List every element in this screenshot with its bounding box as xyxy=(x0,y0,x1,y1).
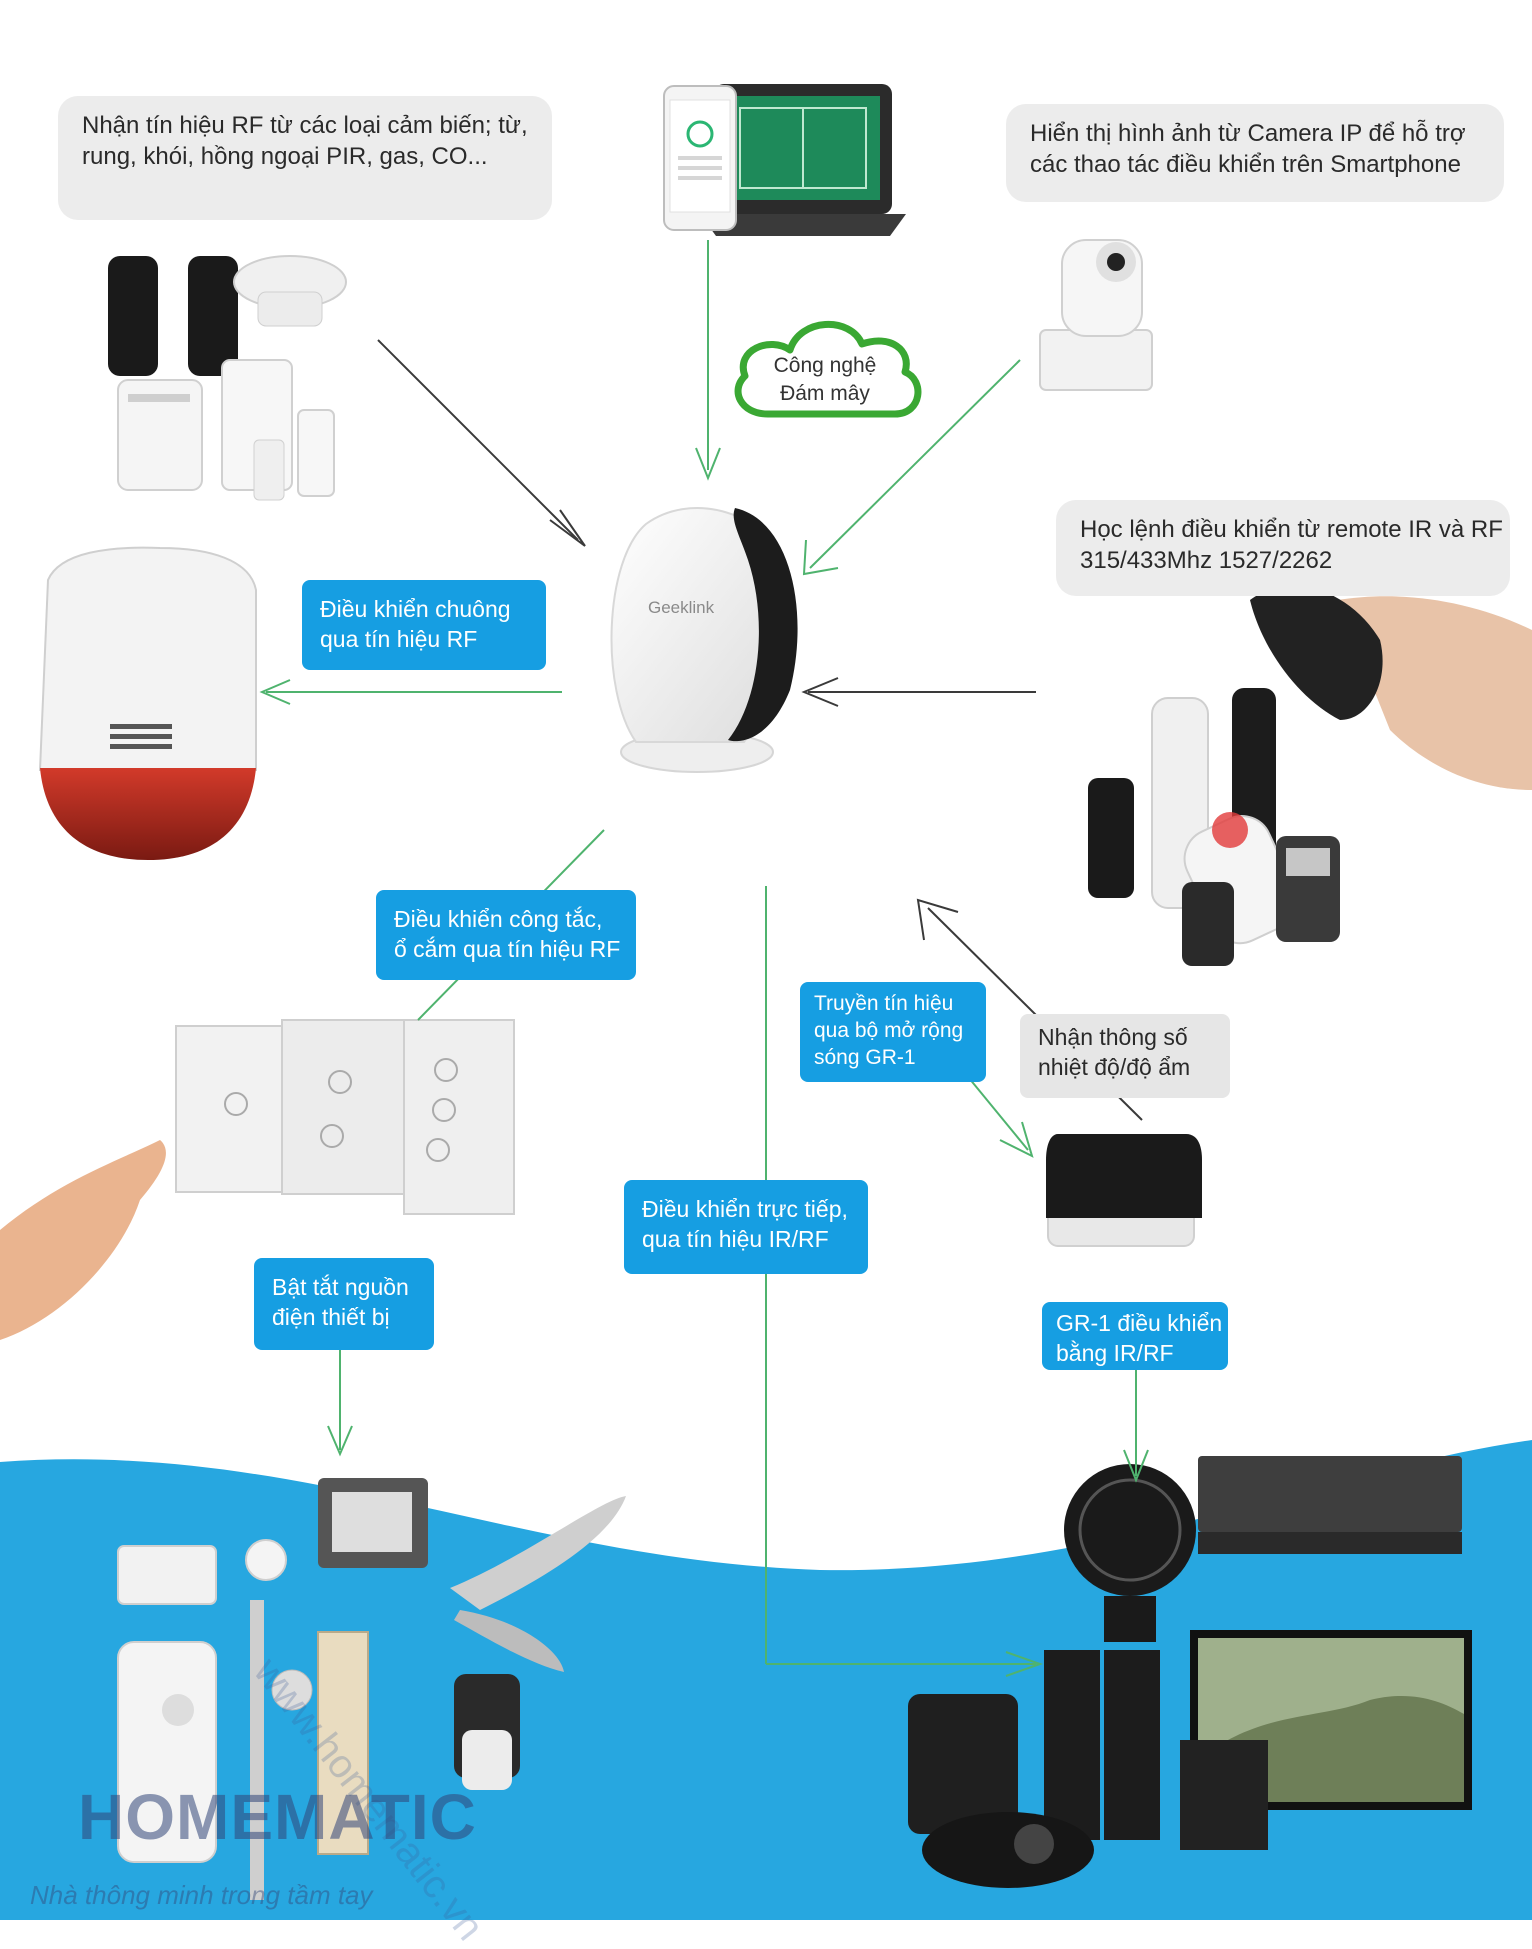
info-box-camera: Hiển thị hình ảnh từ Camera IP để hỗ trợ… xyxy=(1006,104,1504,202)
action-text-line: ổ cắm qua tín hiệu RF xyxy=(394,936,621,962)
action-box-gr1: GR-1 điều khiển bằng IR/RF xyxy=(1042,1302,1228,1370)
action-box-switch: Điều khiển công tắc, ổ cắm qua tín hiệu … xyxy=(376,890,636,980)
action-text-line: sóng GR-1 xyxy=(814,1046,916,1069)
action-text-line: Điều khiển trực tiếp, xyxy=(642,1196,848,1222)
action-text-line: qua tín hiệu IR/RF xyxy=(642,1226,829,1252)
info-text-line: Nhận tín hiệu RF từ các loại cảm biến; t… xyxy=(82,112,528,139)
hub-brand-label: Geeklink xyxy=(648,598,715,617)
action-box-power: Bật tắt nguồn điện thiết bị xyxy=(254,1258,434,1350)
info-text-line: Học lệnh điều khiển từ remote IR và RF xyxy=(1080,516,1503,543)
action-text-line: Điều khiển công tắc, xyxy=(394,906,603,932)
cloud-label: Công nghệ Đám mây xyxy=(745,352,905,408)
ip-camera-illustration xyxy=(1039,239,1153,391)
info-text-line: nhiệt độ/độ ẩm xyxy=(1038,1054,1191,1080)
action-text-line: GR-1 điều khiển xyxy=(1056,1310,1223,1336)
info-box-temp-humidity: Nhận thông số nhiệt độ/độ ẩm xyxy=(1020,1014,1230,1098)
info-text-line: Nhận thông số xyxy=(1038,1024,1188,1050)
action-text-line: qua bộ mở rộng xyxy=(814,1019,964,1042)
cloud-shape xyxy=(734,320,922,418)
cloud-label-line: Đám mây xyxy=(780,382,870,405)
info-text-line: Hiển thị hình ảnh từ Camera IP để hỗ trợ xyxy=(1030,120,1466,147)
action-box-extender: Truyền tín hiệu qua bộ mở rộng sóng GR-1 xyxy=(800,982,986,1082)
phone-tablet-illustration xyxy=(663,84,906,236)
info-text-line: rung, khói, hồng ngoại PIR, gas, CO... xyxy=(82,143,488,170)
remotes-illustration xyxy=(1088,585,1532,966)
cloud-label-line: Công nghệ xyxy=(773,354,877,377)
action-box-siren: Điều khiển chuông qua tín hiệu RF xyxy=(302,580,546,670)
action-text-line: Điều khiển chuông xyxy=(320,596,511,622)
action-text-line: Bật tắt nguồn xyxy=(272,1274,409,1300)
info-text-line: 315/433Mhz 1527/2262 xyxy=(1080,547,1333,574)
info-text-line: các thao tác điều khiển trên Smartphone xyxy=(1030,151,1461,178)
wall-switches-illustration xyxy=(0,1019,515,1340)
siren-illustration xyxy=(38,546,257,860)
action-text-line: Truyền tín hiệu xyxy=(814,992,954,1015)
info-box-rf-sensors: Nhận tín hiệu RF từ các loại cảm biến; t… xyxy=(58,96,552,220)
action-text-line: điện thiết bị xyxy=(272,1304,390,1330)
geeklink-hub-illustration xyxy=(610,507,798,773)
info-box-learn-remote: Học lệnh điều khiển từ remote IR và RF 3… xyxy=(1056,500,1510,596)
action-box-direct: Điều khiển trực tiếp, qua tín hiệu IR/RF xyxy=(624,1180,868,1274)
watermark-slogan: Nhà thông minh trong tầm tay xyxy=(30,1880,373,1910)
action-text-line: bằng IR/RF xyxy=(1056,1340,1174,1366)
home-appliances-illustration xyxy=(117,1478,626,1900)
watermark-brand: HOMEMATIC xyxy=(78,1781,477,1853)
gr1-extender-illustration xyxy=(1046,1134,1202,1247)
action-text-line: qua tín hiệu RF xyxy=(320,626,478,652)
rf-sensors-illustration xyxy=(108,255,347,501)
av-appliances-illustration xyxy=(908,1456,1472,1888)
